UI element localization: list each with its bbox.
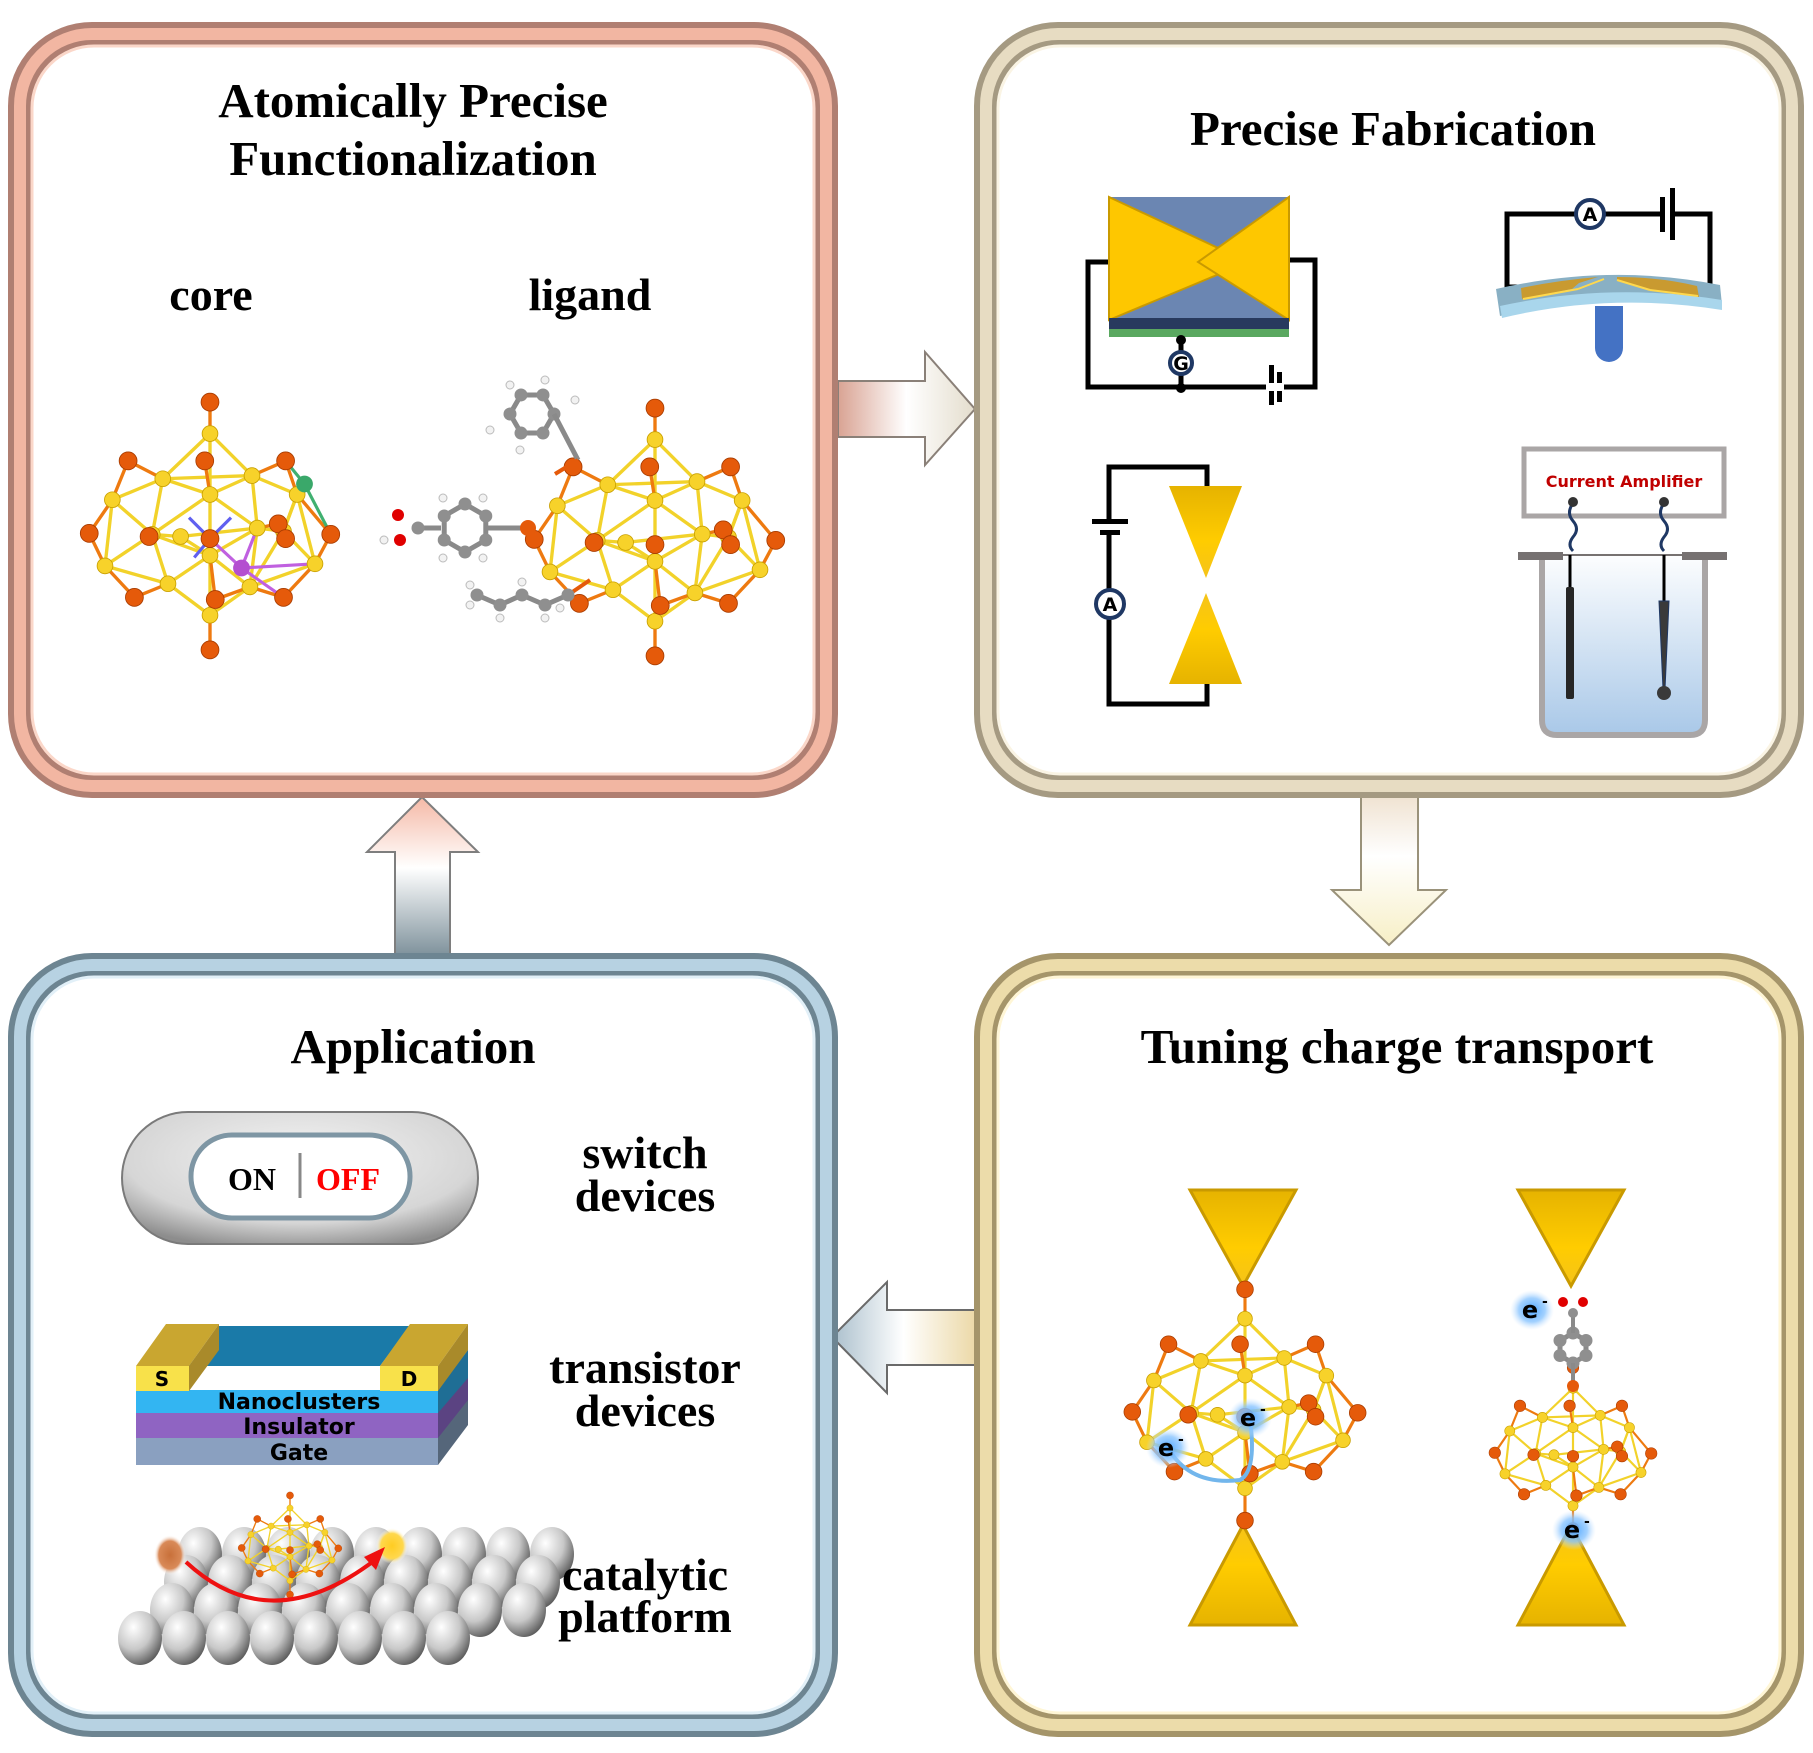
source-label: S xyxy=(155,1367,169,1391)
svg-text:-: - xyxy=(1178,1432,1184,1448)
switch-off-label: OFF xyxy=(316,1161,380,1197)
panel-title-line1: Atomically Precise xyxy=(218,73,608,128)
svg-text:-: - xyxy=(1542,1294,1548,1310)
svg-text:A: A xyxy=(1103,594,1118,616)
tip-junction-setup: A xyxy=(1092,464,1242,707)
electron-icon: e- xyxy=(1228,1398,1272,1438)
transistor-devices-label-line2: devices xyxy=(575,1385,716,1436)
insulator-layer-label: Insulator xyxy=(243,1415,355,1440)
gate-layer-label: Gate xyxy=(270,1441,328,1466)
nanoclusters-layer-label: Nanoclusters xyxy=(218,1390,381,1415)
panel-transport: Tuning charge transport e-e-e-e- xyxy=(974,953,1804,1737)
svg-text:e: e xyxy=(1564,1516,1580,1544)
drain-label: D xyxy=(401,1367,418,1391)
electrochemical-cell-setup: Current Amplifier xyxy=(1518,446,1727,738)
svg-text:-: - xyxy=(1260,1402,1266,1418)
svg-text:e: e xyxy=(1158,1434,1174,1462)
electron-icon: e- xyxy=(1510,1290,1554,1330)
svg-text:G: G xyxy=(1173,353,1189,375)
electron-icon: e- xyxy=(1552,1510,1596,1550)
panel-title: Application xyxy=(290,1019,535,1074)
panel-title: Precise Fabrication xyxy=(1190,101,1596,156)
catalytic-platform-label-line2: platform xyxy=(558,1591,732,1642)
ammeter-icon: A xyxy=(1094,588,1126,620)
transistor-devices-label-line1: transistor xyxy=(549,1342,741,1393)
nanocluster-core-model xyxy=(79,392,341,660)
electron-icon: e- xyxy=(1146,1428,1190,1468)
transistor-device-illustration: S D Nanoclusters Insulator Gate xyxy=(136,1324,468,1466)
gated-junction-setup: G xyxy=(1085,195,1318,405)
nanocluster-ligand-model xyxy=(524,398,786,666)
switch-devices-label-line2: devices xyxy=(575,1170,716,1221)
panel-functionalization: Atomically Precise Functionalization cor… xyxy=(8,22,838,798)
switch-devices-label-line1: switch xyxy=(582,1127,707,1178)
svg-text:e: e xyxy=(1522,1296,1538,1324)
arrow-down-icon xyxy=(1329,796,1449,947)
svg-text:e: e xyxy=(1240,1404,1256,1432)
core-label: core xyxy=(169,269,252,320)
ammeter-icon: A xyxy=(1574,198,1606,230)
catalytic-platform-illustration xyxy=(118,1491,574,1665)
switch-device-illustration: ON OFF xyxy=(121,1111,479,1245)
panel-fabrication: Precise Fabrication G xyxy=(974,22,1804,798)
ligand-molecules xyxy=(379,375,592,623)
current-amplifier-label: Current Amplifier xyxy=(1546,472,1703,491)
gate-meter-icon: G xyxy=(1168,350,1194,376)
junction-right xyxy=(1488,1188,1658,1627)
panel-title: Tuning charge transport xyxy=(1141,1019,1654,1074)
panel-title-line2: Functionalization xyxy=(229,131,597,186)
svg-text:-: - xyxy=(1584,1514,1590,1530)
svg-text:A: A xyxy=(1583,204,1598,226)
arrow-right-icon xyxy=(837,349,977,468)
catalytic-platform-label-line1: catalytic xyxy=(562,1549,728,1600)
ligand-label: ligand xyxy=(529,269,652,320)
switch-on-label: ON xyxy=(228,1161,276,1197)
break-junction-setup: A xyxy=(1496,188,1722,362)
arrow-up-icon xyxy=(364,795,481,956)
arrow-left-icon xyxy=(830,1279,976,1396)
panel-application: Application ON OFF switch devices xyxy=(8,953,838,1737)
junction-left xyxy=(1123,1188,1367,1627)
